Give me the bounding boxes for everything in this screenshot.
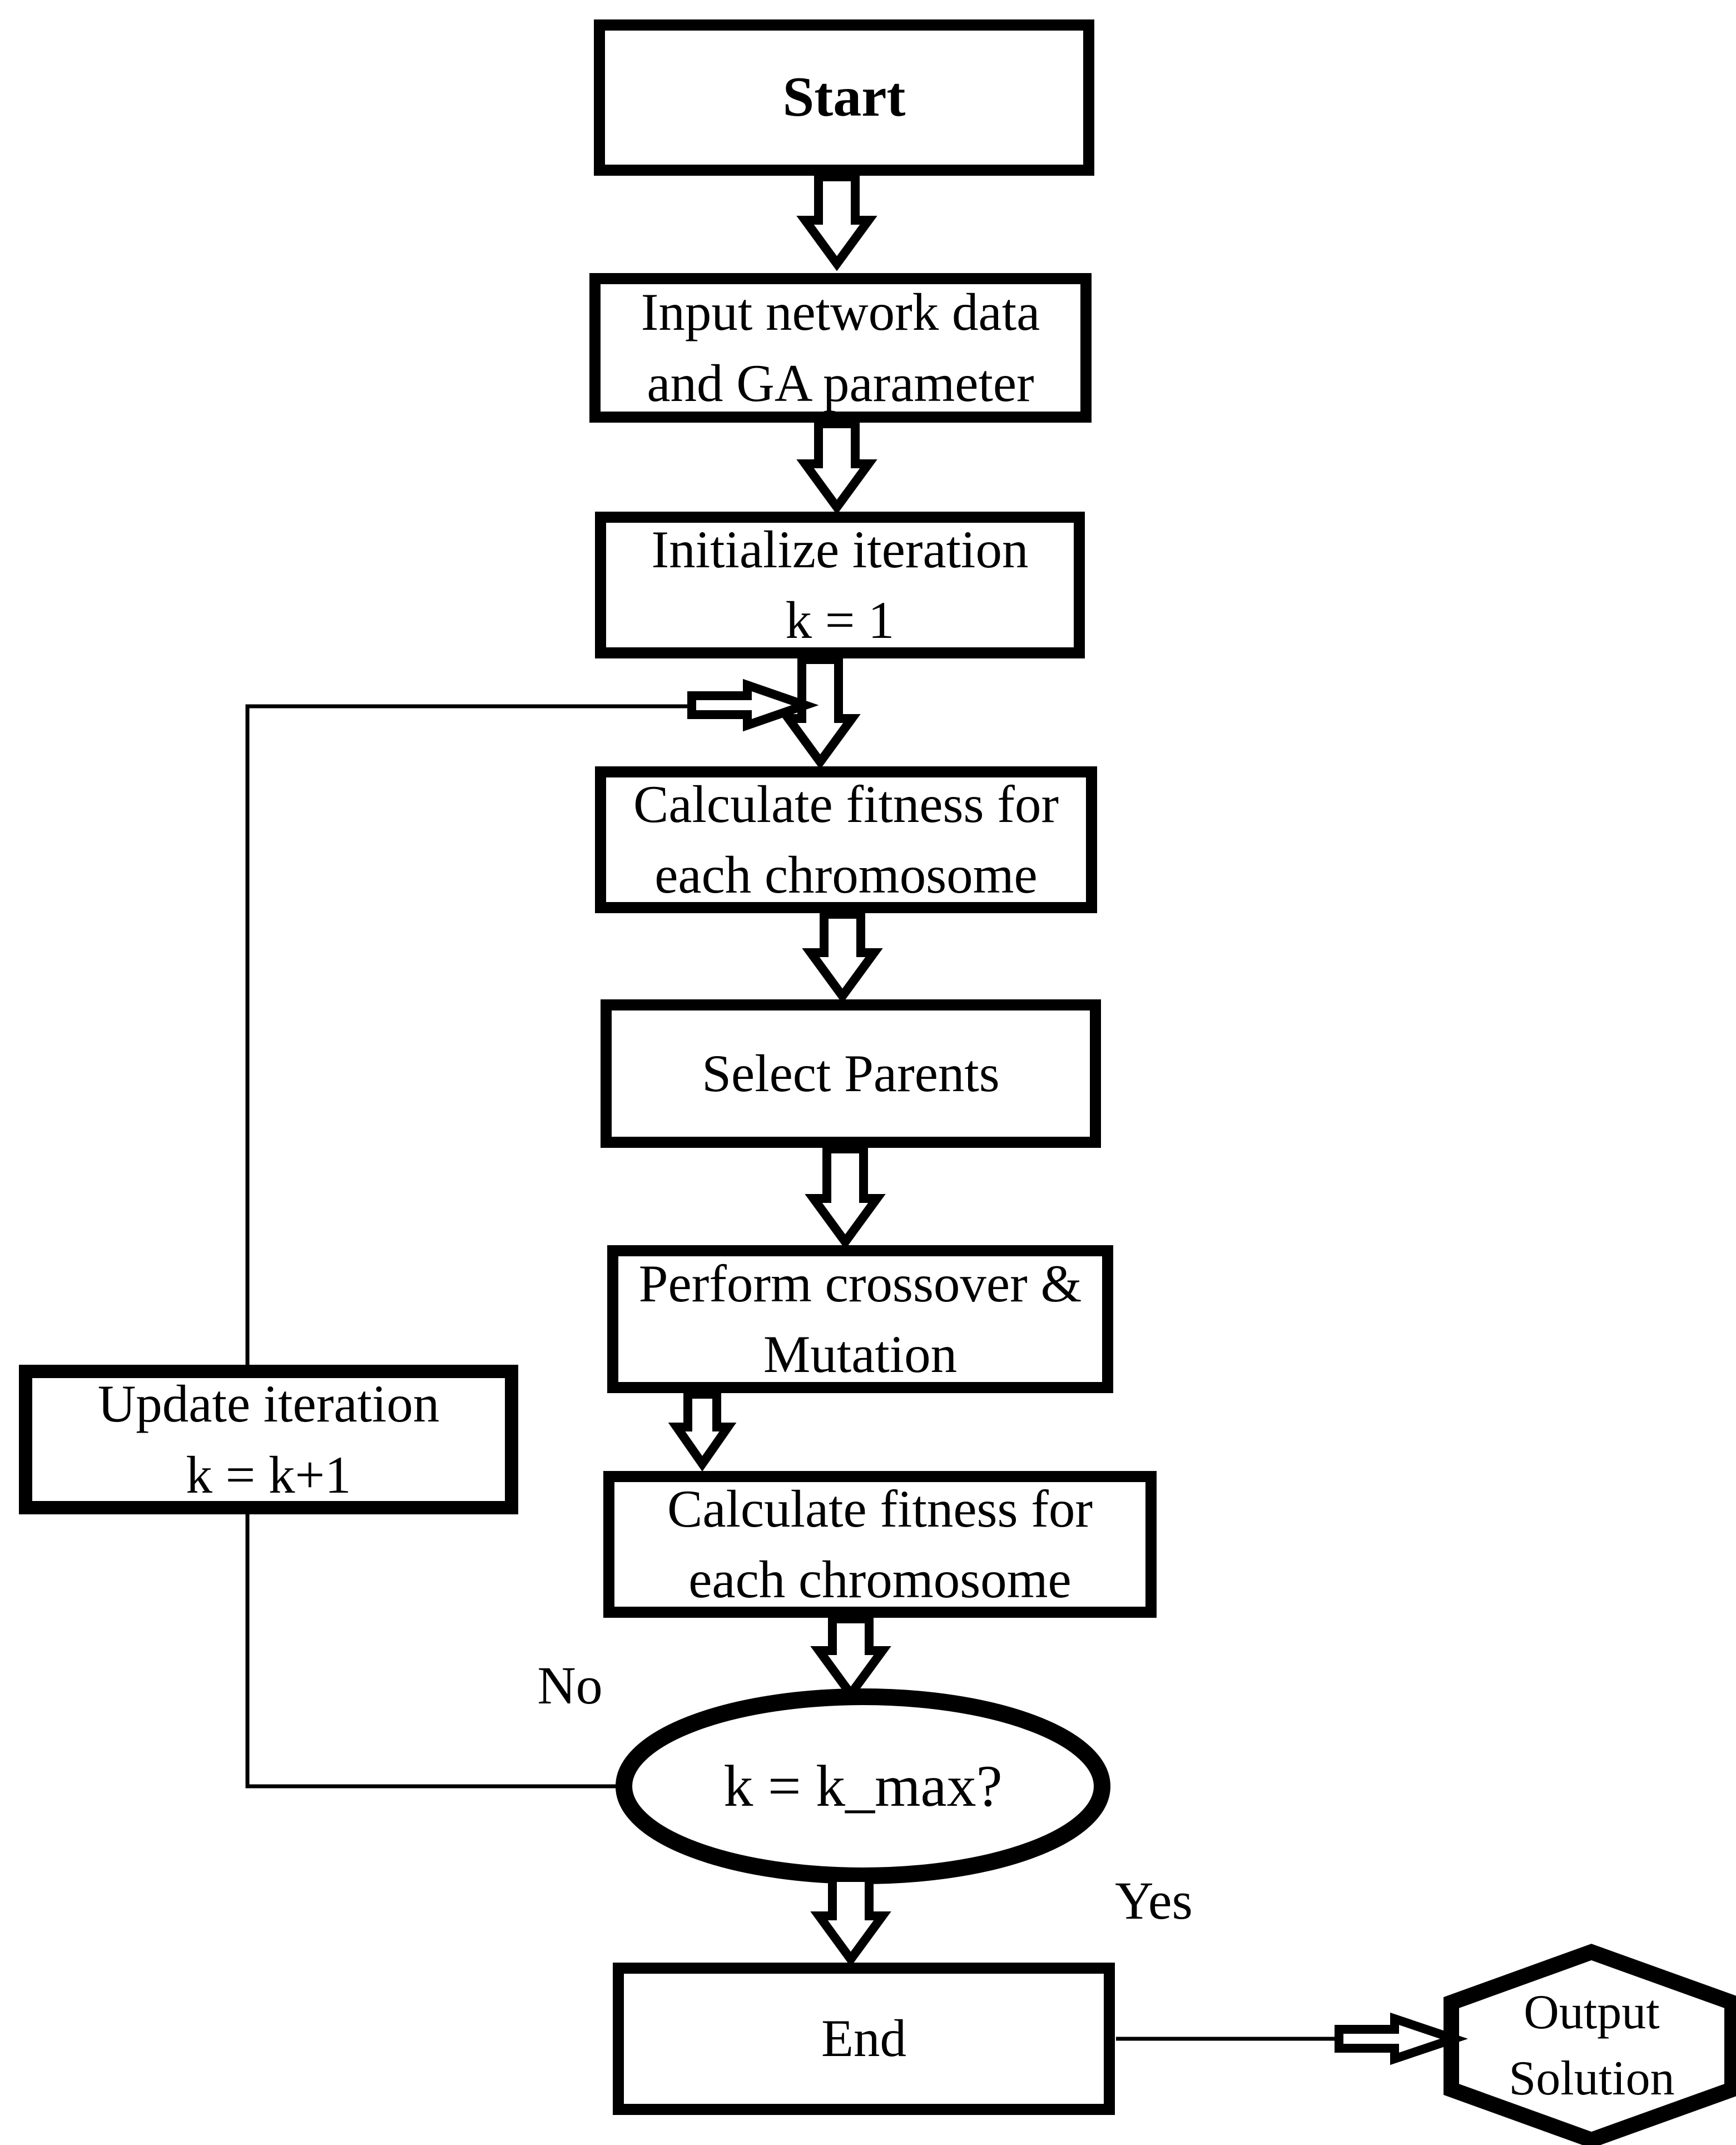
arrow-decision-to-end — [810, 1873, 891, 1967]
node-crossover-mutation: Perform crossover & Mutation — [607, 1245, 1113, 1393]
node-initialize-label-line2: k = 1 — [785, 591, 895, 650]
arrow-initialize-to-calc1 — [780, 655, 861, 770]
node-calc2-label-line1: Calculate fitness for — [667, 1479, 1093, 1538]
node-initialize-label-line1: Initialize iteration — [651, 519, 1029, 579]
no-loop-line — [245, 704, 693, 1789]
edge-label-yes: Yes — [1115, 1871, 1193, 1930]
arrow-calc1-to-select — [802, 910, 883, 1004]
node-calc1-label-line2: each chromosome — [654, 845, 1038, 904]
node-input-label-line1: Input network data — [641, 283, 1040, 342]
node-end: End — [613, 1963, 1115, 2115]
node-input-data: Input network data and GA parameter — [589, 273, 1092, 423]
node-start: Start — [594, 19, 1094, 176]
node-end-label: End — [821, 2009, 907, 2068]
node-input-label-line2: and GA parameter — [647, 353, 1034, 413]
node-calc2-label-line2: each chromosome — [688, 1550, 1072, 1609]
loop-merge-arrow — [687, 678, 819, 732]
node-update-iteration: Update iteration k = k+1 — [19, 1365, 518, 1514]
node-start-label: Start — [782, 66, 906, 129]
node-crossover-label-line1: Perform crossover & — [638, 1254, 1082, 1313]
arrow-crossover-to-calc2 — [668, 1390, 737, 1472]
decision-label: k = k_max? — [723, 1753, 1003, 1819]
node-calculate-fitness-1: Calculate fitness for each chromosome — [595, 766, 1097, 913]
output-solution-label: Output Solution — [1474, 1979, 1710, 2113]
arrow-select-to-crossover — [805, 1145, 886, 1250]
output-connector-arrow — [1335, 2012, 1469, 2065]
arrow-input-to-initialize — [796, 419, 877, 515]
node-select-parents-label: Select Parents — [702, 1043, 1000, 1103]
output-hexagon — [1444, 1944, 1736, 2145]
node-initialize-iteration: Initialize iteration k = 1 — [595, 512, 1085, 658]
node-crossover-label-line2: Mutation — [763, 1325, 958, 1384]
output-label-line1: Output — [1524, 1985, 1660, 2040]
output-label-line2: Solution — [1509, 2052, 1675, 2106]
node-update-label-line1: Update iteration — [97, 1374, 440, 1434]
node-update-label-line2: k = k+1 — [186, 1445, 351, 1504]
node-calculate-fitness-2: Calculate fitness for each chromosome — [603, 1471, 1157, 1618]
node-calc1-label-line1: Calculate fitness for — [633, 774, 1059, 834]
node-select-parents: Select Parents — [601, 999, 1101, 1148]
edge-label-no: No — [537, 1656, 603, 1715]
arrow-calc2-to-decision — [810, 1614, 891, 1702]
arrow-start-to-input — [796, 172, 877, 271]
